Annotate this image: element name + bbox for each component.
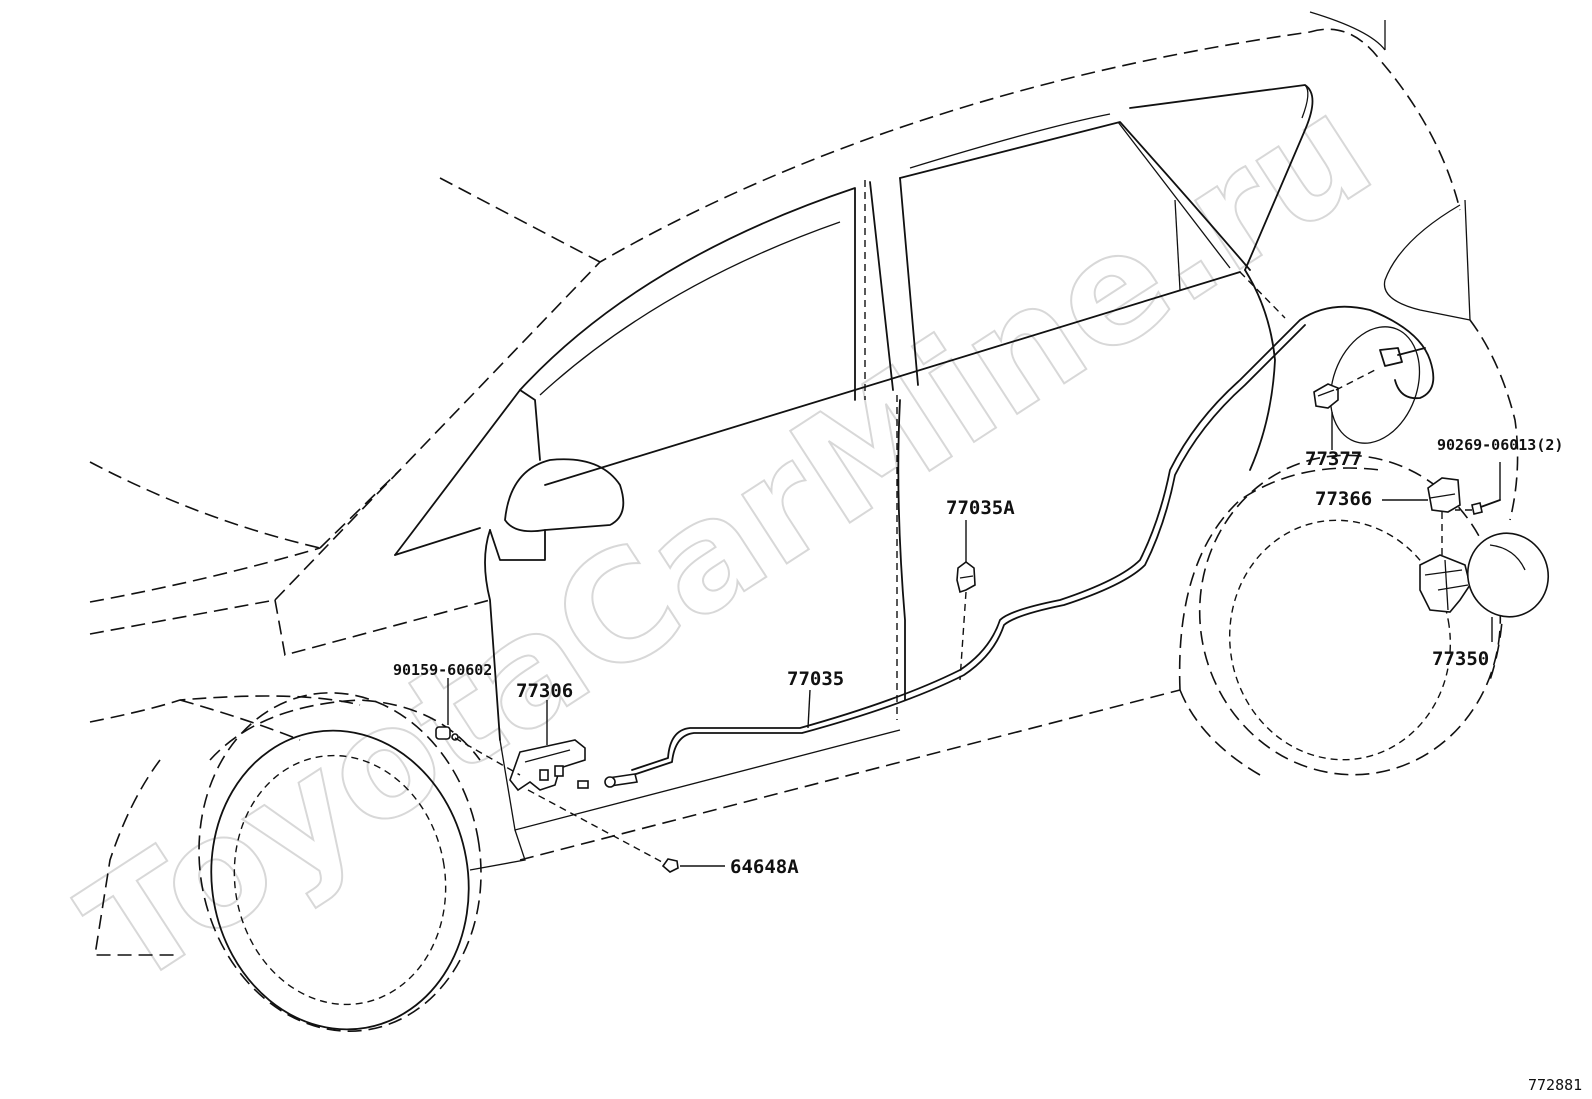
cable-clamp-77035a: [956, 561, 976, 594]
hinge-spring-77366: [1427, 477, 1461, 513]
callout-77350: 77350: [1432, 648, 1489, 670]
diagram-reference-number: 772881: [1528, 1076, 1582, 1094]
callout-77366: 77366: [1315, 488, 1372, 510]
rivet-90269: [1471, 499, 1501, 515]
leader-lines: [447, 369, 1501, 867]
clip-64648a: [661, 858, 679, 873]
callout-77035a: 77035A: [946, 497, 1015, 519]
callout-64648a: 64648A: [730, 856, 799, 878]
fuel-lid-opener-lever: [509, 739, 638, 792]
callout-77306: 77306: [516, 680, 573, 702]
callout-77035: 77035: [787, 668, 844, 690]
watermark: ToyotaCarMine.ru: [55, 62, 1401, 1020]
car-body-outline: [89, 11, 1519, 1032]
callout-90159: 90159-60602: [393, 661, 492, 679]
callout-90269: 90269-06013(2): [1437, 436, 1563, 454]
screw-90159: [435, 726, 459, 741]
fuel-lid-opener-cable: [631, 305, 1435, 775]
callout-77377: 77377: [1305, 448, 1362, 470]
grommet-77377: [1313, 383, 1339, 409]
fuel-lid-77350: [1419, 532, 1550, 618]
